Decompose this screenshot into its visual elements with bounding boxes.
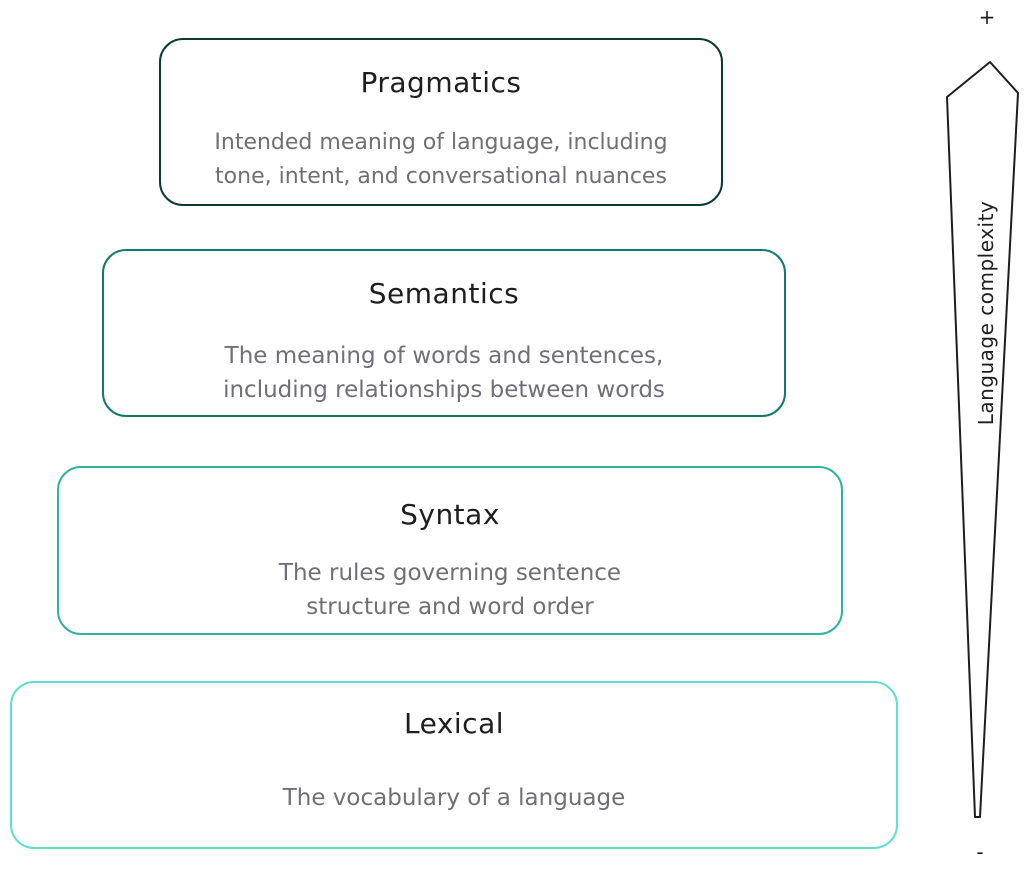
semantics-box: Semantics The meaning of words and sente… [102, 249, 786, 417]
scale-bottom-mark: - [976, 840, 984, 864]
lexical-box: Lexical The vocabulary of a language [10, 681, 898, 849]
scale-top-mark: + [978, 5, 996, 29]
pragmatics-description: Intended meaning of language, including … [214, 130, 668, 189]
pragmatics-title: Pragmatics [360, 66, 522, 99]
semantics-description: The meaning of words and sentences, incl… [223, 343, 665, 403]
lexical-title: Lexical [403, 707, 505, 740]
pragmatics-box: Pragmatics Intended meaning of language,… [159, 38, 723, 206]
complexity-arrow-icon [946, 61, 1019, 818]
semantics-title: Semantics [368, 277, 520, 310]
lexical-description: The vocabulary of a language [282, 785, 626, 811]
syntax-title: Syntax [400, 498, 500, 531]
complexity-axis-label: Language complexity [974, 200, 998, 426]
syntax-description: The rules governing sentence structure a… [278, 560, 622, 620]
syntax-box: Syntax The rules governing sentence stru… [57, 466, 843, 635]
